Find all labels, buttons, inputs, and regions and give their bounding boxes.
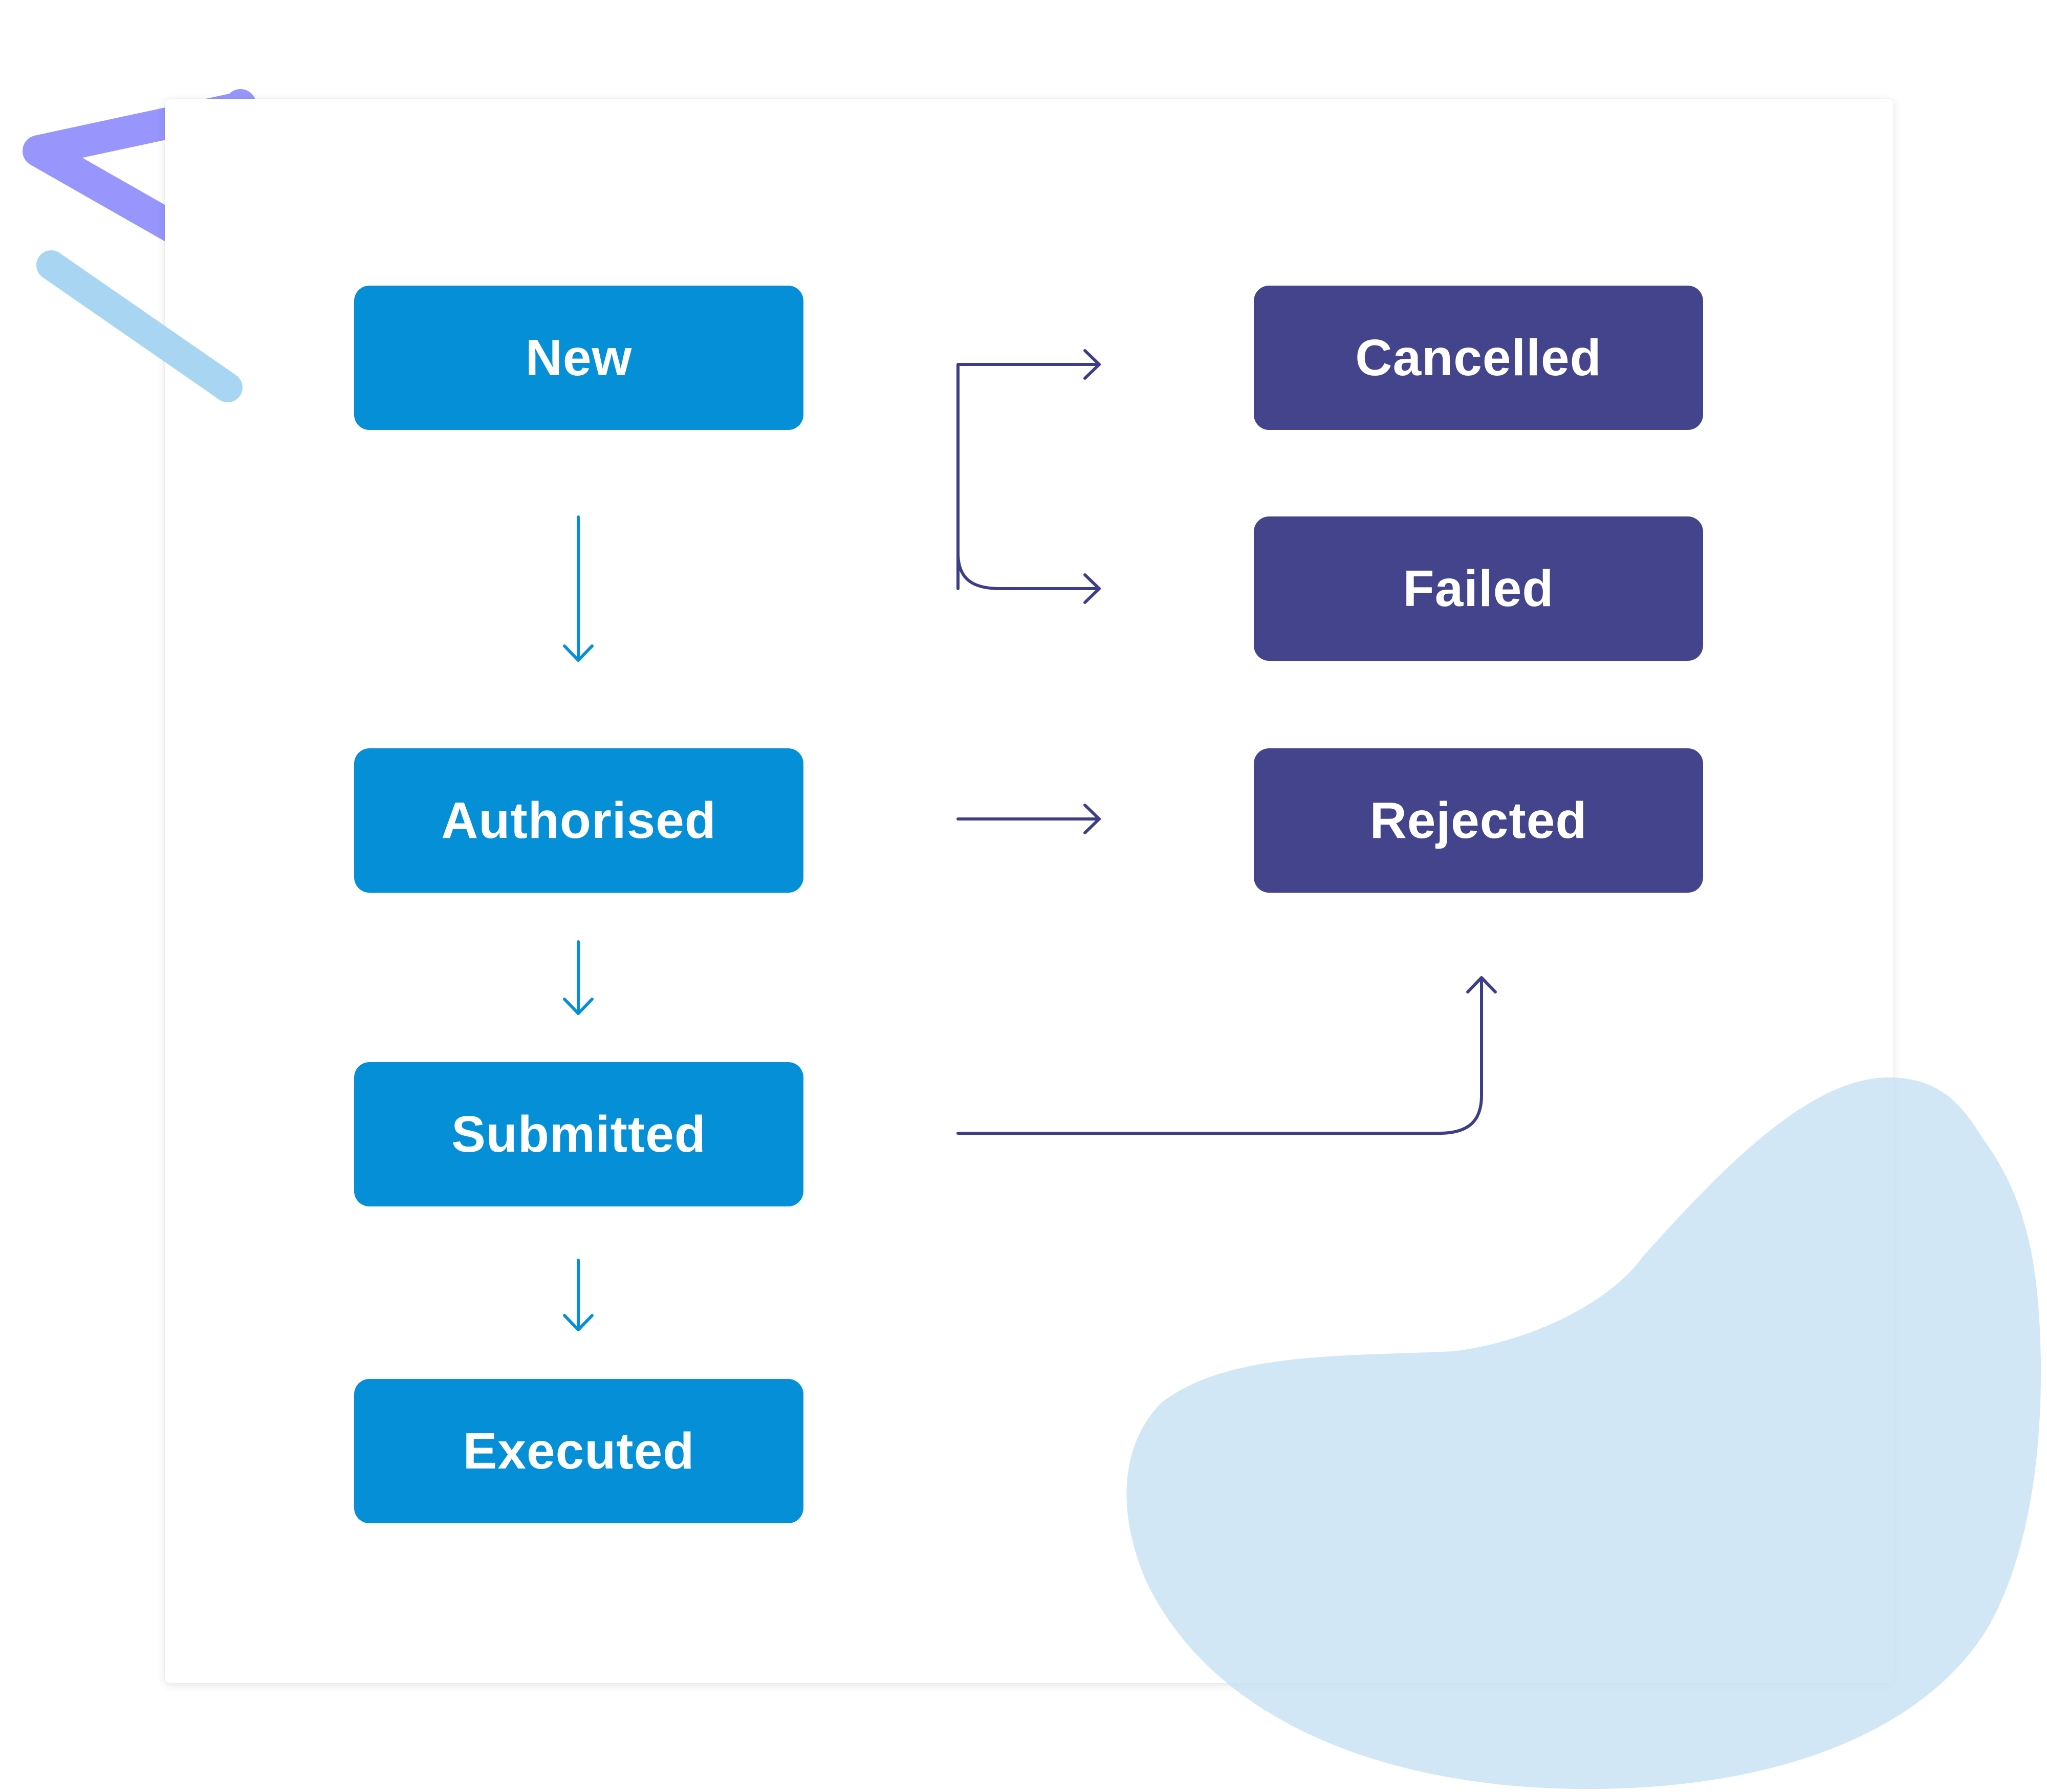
- blob-accent-icon: [1126, 1077, 2041, 1789]
- edge-new-failed: [956, 551, 1101, 604]
- node-authorised-label: Authorised: [441, 791, 716, 849]
- node-executed-label: Executed: [463, 1422, 695, 1480]
- edge-submitted-rejected: [956, 976, 1497, 1135]
- node-executed: Executed: [354, 1379, 803, 1523]
- edge-new-authorised: [563, 515, 594, 662]
- node-submitted: Submitted: [354, 1062, 803, 1206]
- node-rejected: Rejected: [1254, 748, 1703, 893]
- node-new-label: New: [525, 329, 633, 386]
- node-failed-label: Failed: [1403, 559, 1554, 617]
- node-failed: Failed: [1254, 516, 1703, 661]
- stroke-accent-icon: [36, 250, 243, 402]
- edge-authorised-rejected: [956, 804, 1101, 834]
- node-rejected-label: Rejected: [1369, 791, 1587, 849]
- node-submitted-label: Submitted: [451, 1105, 706, 1163]
- node-cancelled: Cancelled: [1254, 286, 1703, 430]
- edge-new-cancelled: [956, 349, 1101, 590]
- node-cancelled-label: Cancelled: [1355, 329, 1602, 386]
- edge-authorised-submitted: [563, 940, 594, 1015]
- node-authorised: Authorised: [354, 748, 803, 893]
- edge-submitted-executed: [563, 1259, 594, 1331]
- node-new: New: [354, 286, 803, 430]
